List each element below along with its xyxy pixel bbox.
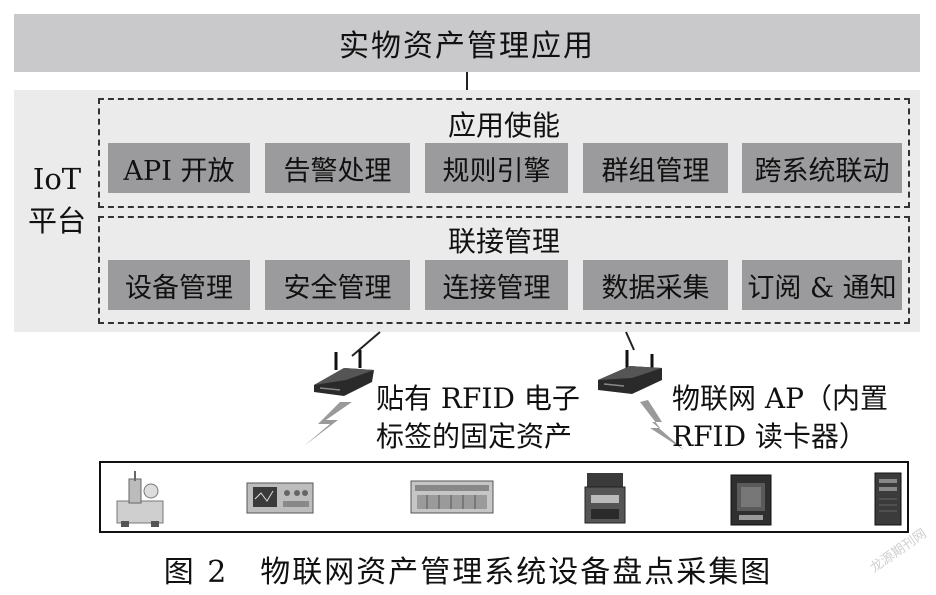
tagged-assets-line1: 贴有 RFID 电子 <box>376 382 580 415</box>
printer-icon <box>584 473 626 524</box>
connection-dashed-group <box>98 216 910 324</box>
network-chassis-icon <box>410 480 494 514</box>
tagged-fixed-assets-label: 贴有 RFID 电子 标签的固定资产 <box>376 380 580 456</box>
connector-line-left-ap <box>351 331 381 357</box>
tagged-assets-line2: 标签的固定资产 <box>376 420 573 453</box>
connection-title: 联接管理 <box>447 225 560 258</box>
wireless-signal-left-icon <box>304 402 352 446</box>
tower-server-icon <box>874 472 902 526</box>
asset-management-application-bar: 实物资产管理应用 <box>14 14 920 72</box>
application-title: 实物资产管理应用 <box>339 29 595 64</box>
connector-line-right-ap <box>625 331 635 351</box>
router-right-icon <box>598 350 662 394</box>
module-alarm-handling: 告警处理 <box>265 143 410 193</box>
iot-ap-line2: RFID 读卡器） <box>672 420 867 453</box>
module-connection-management: 连接管理 <box>425 260 568 310</box>
server-cabinet-icon <box>730 474 772 526</box>
iot-label-line2: 平台 <box>27 204 86 238</box>
connector-line-top <box>466 72 468 90</box>
module-data-collection: 数据采集 <box>583 260 728 310</box>
module-cross-system-linkage: 跨系统联动 <box>742 143 902 193</box>
module-device-management: 设备管理 <box>108 260 250 310</box>
fixed-asset-device-strip <box>99 461 909 533</box>
router-left-icon <box>314 350 374 396</box>
module-api-open: API 开放 <box>108 143 250 193</box>
wireless-signal-right-icon <box>640 400 684 450</box>
figure-caption: 图 2 物联网资产管理系统设备盘点采集图 <box>163 555 773 590</box>
iot-platform-label: IoT 平台 <box>22 158 92 242</box>
enablement-dashed-group <box>98 98 910 208</box>
enablement-title: 应用使能 <box>447 109 560 142</box>
module-security-management: 安全管理 <box>265 260 410 310</box>
device-icons <box>116 471 902 527</box>
iot-ap-label: 物联网 AP（内置 RFID 读卡器） <box>672 380 888 456</box>
iot-ap-line1: 物联网 AP（内置 <box>672 382 888 415</box>
oscilloscope-icon <box>246 482 314 514</box>
module-group-management: 群组管理 <box>583 143 728 193</box>
lab-equipment-icon <box>116 471 164 527</box>
module-subscription-notification: 订阅 & 通知 <box>742 260 902 310</box>
wireless-ap-graphics <box>304 331 684 450</box>
iot-label-line1: IoT <box>32 162 82 196</box>
module-rule-engine: 规则引擎 <box>425 143 568 193</box>
